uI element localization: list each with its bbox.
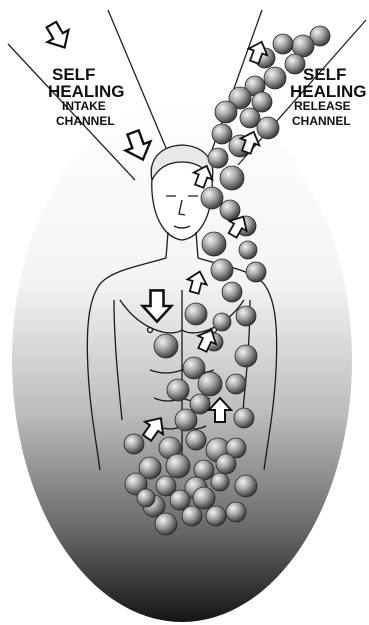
- energy-sphere: [166, 454, 190, 478]
- energy-sphere: [273, 34, 293, 54]
- energy-sphere: [206, 506, 226, 526]
- energy-sphere: [215, 101, 237, 123]
- energy-sphere: [202, 232, 226, 256]
- energy-sphere: [226, 374, 246, 394]
- energy-sphere: [154, 334, 178, 358]
- intake-label-intake: INTAKE: [62, 100, 106, 112]
- energy-sphere: [220, 200, 240, 220]
- energy-sphere: [226, 502, 246, 522]
- energy-sphere: [239, 241, 257, 259]
- energy-sphere: [175, 409, 197, 431]
- energy-sphere: [155, 513, 177, 535]
- energy-sphere: [167, 379, 189, 401]
- energy-sphere: [246, 262, 266, 282]
- energy-sphere: [213, 313, 231, 331]
- energy-sphere: [220, 166, 244, 190]
- energy-sphere: [212, 124, 232, 144]
- intake-label-self: SELF: [52, 66, 95, 83]
- energy-sphere: [216, 454, 236, 474]
- energy-sphere: [186, 430, 206, 450]
- flow-arrow-icon: [41, 19, 75, 54]
- intake-label-channel: CHANNEL: [56, 115, 115, 127]
- energy-sphere: [137, 489, 155, 507]
- energy-sphere: [234, 408, 254, 428]
- intake-label-healing: HEALING: [48, 83, 125, 100]
- energy-sphere: [235, 475, 257, 497]
- energy-sphere: [208, 148, 228, 168]
- release-label-channel: CHANNEL: [292, 115, 351, 127]
- energy-sphere: [182, 506, 202, 526]
- energy-sphere: [124, 434, 144, 454]
- energy-sphere: [201, 187, 223, 209]
- energy-sphere: [240, 108, 260, 128]
- energy-sphere: [235, 345, 257, 367]
- release-label-healing: HEALING: [290, 83, 367, 100]
- energy-sphere: [211, 473, 229, 491]
- energy-sphere: [211, 259, 233, 281]
- energy-sphere: [285, 54, 305, 74]
- energy-sphere: [222, 282, 242, 302]
- energy-sphere: [198, 372, 222, 396]
- energy-sphere: [193, 487, 215, 509]
- energy-sphere: [257, 117, 279, 139]
- energy-sphere: [185, 303, 207, 325]
- release-label-self: SELF: [303, 66, 346, 83]
- energy-sphere: [264, 67, 286, 89]
- energy-sphere: [236, 306, 256, 326]
- release-label-release: RELEASE: [294, 100, 351, 112]
